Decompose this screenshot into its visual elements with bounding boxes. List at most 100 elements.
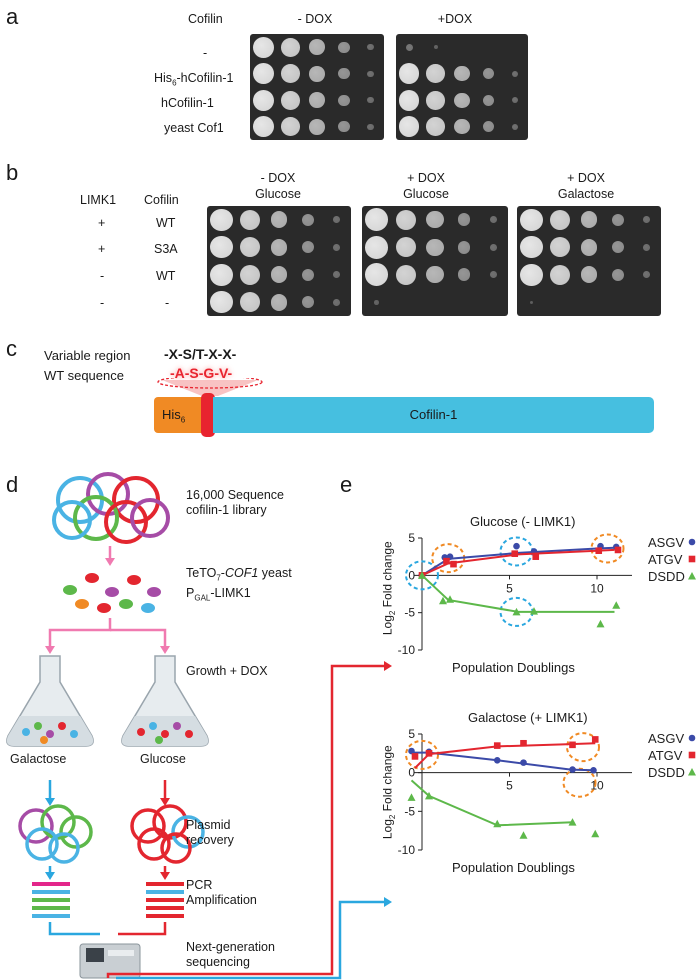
colony-spot xyxy=(333,298,340,306)
his-tag-label: His6 xyxy=(162,407,186,425)
colony-spot xyxy=(280,37,300,57)
y-tick-label: 0 xyxy=(408,766,415,780)
legend-marker-asgv xyxy=(688,538,696,546)
colony-spot xyxy=(301,241,314,254)
panel-a-plus-dox-header: +DOX xyxy=(437,12,473,26)
colony-spot xyxy=(520,263,543,286)
legend-label-atgv: ATGV xyxy=(648,748,683,763)
colony-spot xyxy=(520,208,543,231)
sequencer-icon xyxy=(79,943,141,979)
legend-label-asgv: ASGV xyxy=(648,535,684,550)
colony-spot xyxy=(489,243,497,251)
colony-spot xyxy=(240,237,261,258)
y-tick-label: 0 xyxy=(408,568,415,582)
panel-a-row-1-label: - xyxy=(203,46,208,60)
data-point-atgv xyxy=(425,750,433,757)
panel-b-plate1-header-2: Glucose xyxy=(255,187,301,201)
colony-spot xyxy=(457,268,471,281)
colony-spot xyxy=(270,211,288,229)
colony-spot xyxy=(365,208,388,232)
colony-spot xyxy=(482,121,495,133)
colony-spot xyxy=(270,238,288,256)
colony-spot xyxy=(280,117,300,137)
colony-spot xyxy=(580,211,598,229)
panel-b-plate-minus-dox-glucose xyxy=(207,206,351,316)
data-point-dsdd xyxy=(519,831,528,839)
colony-spot xyxy=(301,296,314,309)
colony-spot xyxy=(426,266,444,284)
panel-b-cofilin-header: Cofilin xyxy=(144,193,179,207)
colony-spot xyxy=(333,271,340,279)
y-tick-label: -10 xyxy=(398,843,416,857)
recovered-plasmids-left-icon xyxy=(18,804,93,864)
x-tick-label: 5 xyxy=(506,581,513,595)
colony-spot xyxy=(280,64,300,84)
colony-spot xyxy=(457,240,471,254)
panel-a-plate-plus-dox xyxy=(396,34,528,140)
chart-galactose-xlabel: Population Doublings xyxy=(452,860,575,875)
colony-spot xyxy=(611,213,624,226)
colony-spot xyxy=(240,292,261,313)
colony-spot xyxy=(426,90,445,110)
data-point-atgv xyxy=(443,557,450,565)
x-tick-label: 5 xyxy=(506,779,513,793)
data-point-asgv xyxy=(493,756,501,764)
wt-sequence: -A-S-G-V- xyxy=(170,365,233,381)
panel-b-limk1-header: LIMK1 xyxy=(80,193,117,207)
cofilin-1-block: Cofilin-1 xyxy=(213,397,654,433)
colony-spot xyxy=(482,68,495,80)
highlight-circle xyxy=(405,739,439,770)
colony-spot xyxy=(611,241,624,254)
data-point-asgv xyxy=(513,542,520,550)
step-growth: Growth + DOX xyxy=(186,664,268,678)
colony-spot xyxy=(529,300,534,304)
colony-spot xyxy=(489,216,497,224)
colony-spot xyxy=(454,66,470,82)
flask-label-glucose: Glucose xyxy=(140,752,186,766)
data-point-atgv xyxy=(411,753,419,760)
panel-a-letter: a xyxy=(6,4,19,29)
colony-spot xyxy=(270,266,288,284)
panel-b-row-2-limk1: + xyxy=(98,242,106,256)
legend-label-atgv: ATGV xyxy=(648,552,683,567)
y-tick-label: -10 xyxy=(398,643,416,657)
colony-spot xyxy=(511,97,518,104)
colony-spot xyxy=(338,94,350,106)
y-tick-label: -5 xyxy=(404,606,415,620)
panel-b-plate-plus-dox-galactose xyxy=(517,206,661,316)
data-point-asgv xyxy=(520,759,527,766)
colony-spot xyxy=(309,39,325,56)
colony-spot xyxy=(252,36,274,58)
series-line-dsdd xyxy=(410,779,573,827)
colony-spot xyxy=(511,70,518,77)
panel-d-letter: d xyxy=(6,472,19,497)
panel-b-plate2-header-1: + DOX xyxy=(407,171,445,185)
data-point-dsdd xyxy=(446,595,454,603)
colony-spot xyxy=(454,92,470,108)
galactose-flask-icon xyxy=(6,655,94,747)
panel-b-row-3-cofilin: WT xyxy=(156,269,176,283)
colony-spot xyxy=(550,237,571,258)
colony-spot xyxy=(550,209,571,230)
colony-spot xyxy=(367,44,374,51)
colony-spot xyxy=(611,268,624,281)
data-point-dsdd xyxy=(439,596,447,605)
colony-spot xyxy=(367,97,374,104)
colony-spot xyxy=(333,243,340,251)
colony-spot xyxy=(210,291,233,314)
data-point-dsdd xyxy=(493,819,502,828)
colony-spot xyxy=(643,243,650,251)
colony-spot xyxy=(405,43,413,51)
colony-spot xyxy=(426,238,444,256)
colony-spot xyxy=(210,208,233,231)
colony-spot xyxy=(398,89,420,111)
colony-spot xyxy=(338,68,350,80)
y-tick-label: -5 xyxy=(404,804,415,818)
data-point-dsdd xyxy=(568,818,577,826)
data-point-dsdd xyxy=(591,829,600,838)
panel-b-plate3-header-1: + DOX xyxy=(567,171,605,185)
highlight-circle xyxy=(590,533,625,564)
